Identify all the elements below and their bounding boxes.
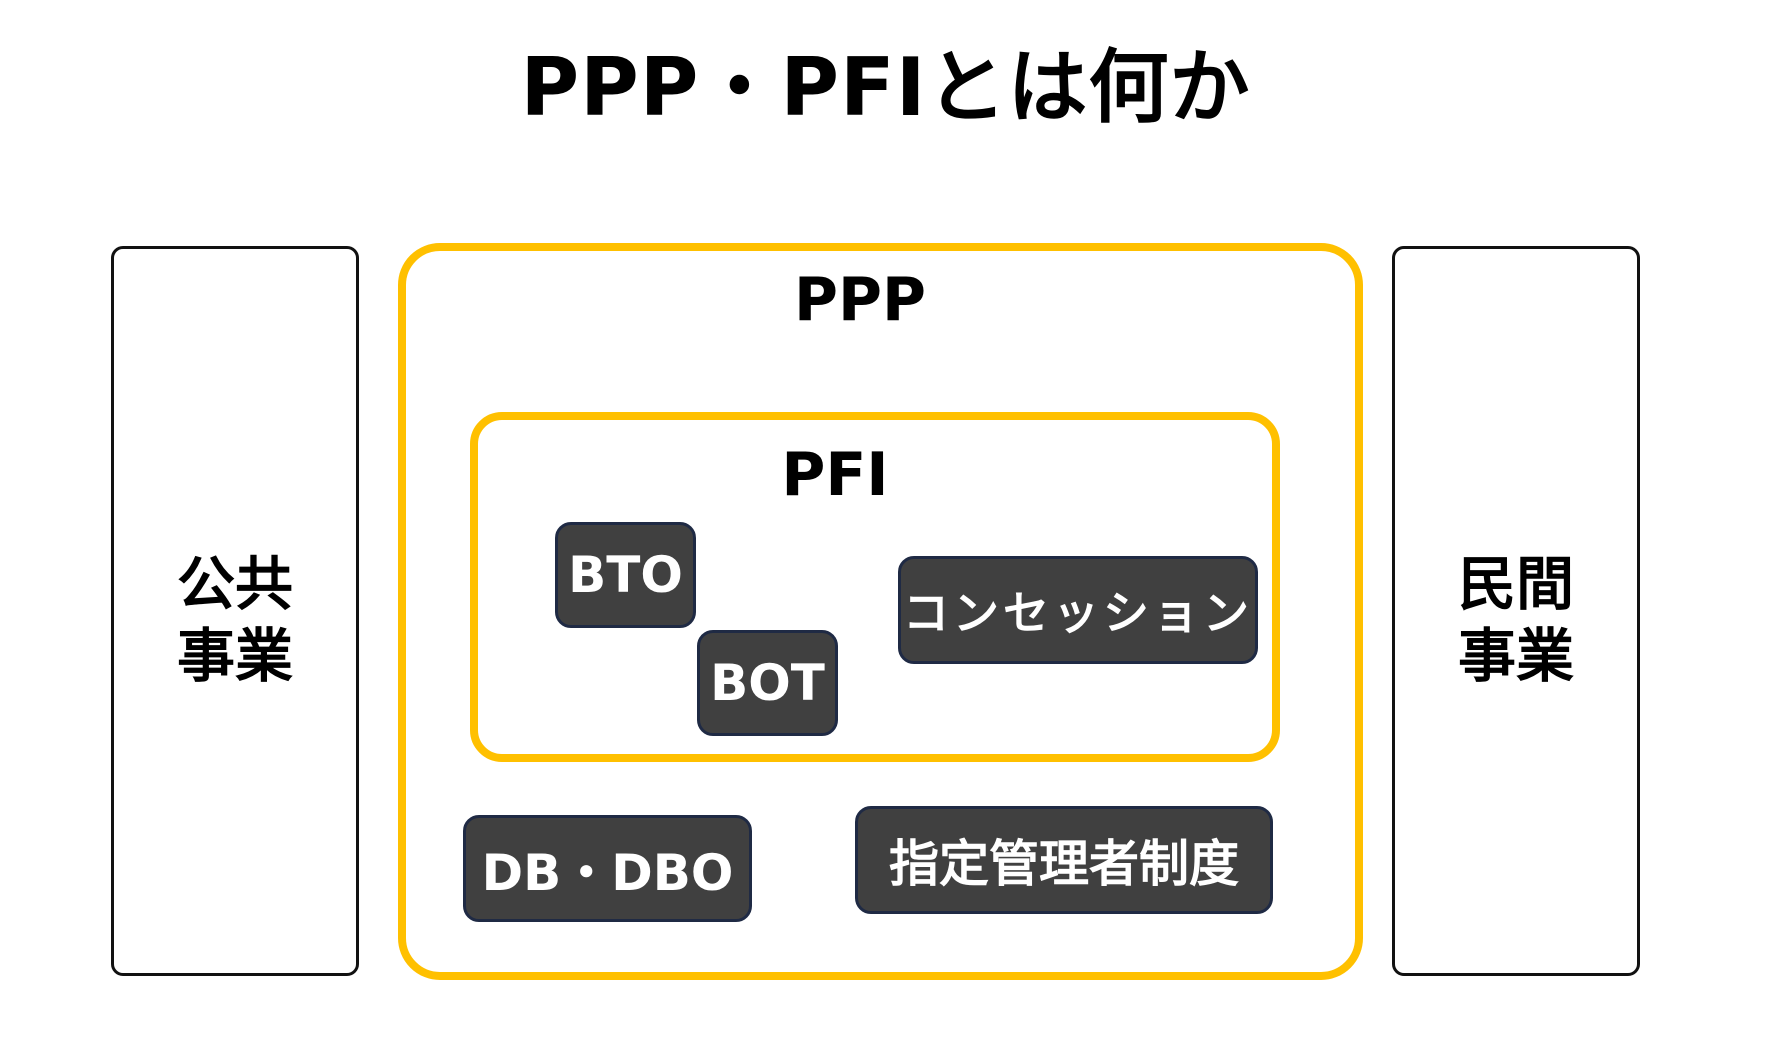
db-dbo-node: DB・DBO — [463, 815, 752, 922]
page-title: PPP・PFIとは何か — [520, 41, 1251, 134]
private-sector-label-line2: 事業 — [1457, 622, 1574, 690]
private-sector-label: 民間 事業 — [1395, 548, 1637, 692]
bot-node: BOT — [697, 630, 838, 736]
ppp-container — [398, 243, 1363, 980]
pfi-label: PFI — [781, 440, 889, 510]
designated-manager-node: 指定管理者制度 — [855, 806, 1273, 914]
concession-node: コンセッション — [898, 556, 1258, 664]
bto-node: BTO — [555, 522, 696, 628]
public-sector-box: 公共 事業 — [111, 246, 359, 976]
public-sector-label-line2: 事業 — [176, 622, 293, 690]
ppp-label: PPP — [794, 265, 926, 335]
private-sector-label-line1: 民間 — [1457, 550, 1574, 618]
public-sector-label: 公共 事業 — [114, 548, 356, 692]
public-sector-label-line1: 公共 — [176, 550, 293, 618]
pfi-container — [470, 412, 1280, 762]
private-sector-box: 民間 事業 — [1392, 246, 1640, 976]
